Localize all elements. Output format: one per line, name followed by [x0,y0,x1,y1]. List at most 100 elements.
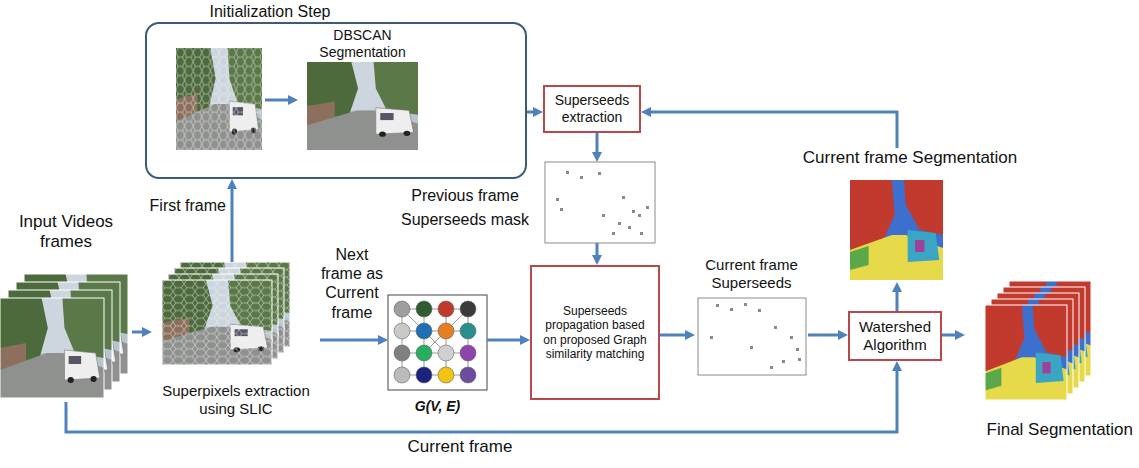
graph-illustration [388,295,487,390]
illustration-part [416,345,432,361]
process-box: Superseeds propagation based on proposed… [530,265,660,400]
node-label: Superseeds extraction [548,92,636,126]
illustration-part [545,162,655,243]
illustration-part [632,210,635,213]
illustration-part [850,180,943,280]
illustration-part [770,366,773,369]
illustration-part [556,171,649,235]
illustration-part [438,345,454,361]
frames-stack: Superpixels extraction using SLIC [152,262,320,418]
initialization-images [176,48,418,150]
illustration-part [638,214,641,217]
illustration-part [394,301,410,317]
illustration-part [716,304,719,307]
current-superseeds-mask [698,298,806,375]
illustration-part [416,301,432,317]
illustration-part [176,48,262,150]
illustration-part [162,280,272,365]
edge-label: First frame [140,196,226,215]
frames-stack: Final Segmentation [965,285,1135,440]
image-panel: DBSCAN Segmentation [300,24,425,152]
illustration-part [602,214,605,217]
illustration-part [402,331,468,332]
node-label: Superpixels extraction using SLIC [152,382,320,418]
illustration-part [388,295,487,390]
illustration-part [628,226,631,229]
group-box: Initialization StepDBSCAN Segmentation [145,2,527,179]
node-label: Current frame Superseeds [695,256,808,292]
illustration-part [0,298,104,398]
flow-arrow [596,243,599,256]
flow-arrow [527,111,534,114]
illustration-part [985,305,1067,400]
node-label: Final Segmentation [965,420,1133,440]
node-label: Watershed Algorithm [852,318,938,354]
flow-arrow [808,334,839,337]
previous-superseeds-mask [545,162,655,243]
final-segmentation-stack [985,281,1091,400]
illustration-part [307,62,418,150]
illustration-part [416,323,432,339]
illustration-part [566,171,569,174]
illustration-part [710,336,713,339]
illustration-part [416,367,432,383]
process-box: Superseeds extraction [543,85,641,133]
node-label: G(V, E) [388,398,487,415]
illustration-part [640,232,643,235]
illustration-part [438,323,454,339]
illustration-part [460,323,476,339]
illustration-part [402,375,468,376]
illustration-part [744,303,747,306]
illustration-part [438,367,454,383]
illustration-part [790,336,793,339]
illustration-part [556,198,559,201]
illustration-part [446,309,447,375]
node-label: Previous frame Superseeds mask [390,184,540,232]
illustration-part [618,222,621,225]
illustration-part [710,303,801,369]
illustration-part [162,280,272,365]
current-segmentation-image [850,180,943,280]
illustration-part [424,309,425,375]
illustration-part [438,301,454,317]
flow-arrow [66,370,897,432]
illustration-part [612,232,615,235]
node-label: Superseeds propagation based on proposed… [537,304,653,362]
illustration-part [730,308,733,311]
mask-panel: Current frame Superseeds [695,256,808,376]
illustration-part [622,196,625,199]
illustration-part [782,360,785,363]
illustration-part [394,301,476,383]
flow-arrow [650,112,897,148]
flow-arrow [231,188,234,262]
illustration-part [402,309,468,375]
illustration-part [798,358,801,361]
illustration-part [402,309,468,310]
edge-label: Current frame [380,437,540,457]
edge-label: Next frame as Current frame [318,245,386,322]
illustration-part [750,346,753,349]
illustration-part [265,99,289,102]
illustration-part [0,298,104,398]
flow-arrow [487,339,521,342]
illustration-part [646,206,649,209]
node-label: Initialization Step [200,2,340,21]
node-label: DBSCAN Segmentation [300,27,425,61]
process-box: Watershed Algorithm [848,311,942,361]
illustration-part [698,298,806,375]
illustration-part [598,172,601,175]
flow-arrow [660,334,686,337]
illustration-part [460,367,476,383]
mask-panel: Previous frame Superseeds mask [390,162,655,243]
flow-arrow [320,339,379,342]
image-panel: Current frame Segmentation [770,148,1050,282]
input-frames-stack [0,274,128,398]
flow-arrow [132,331,143,334]
superpixel-frames-stack [162,262,290,365]
illustration-part [580,176,583,179]
illustration-part [402,353,468,354]
flow-arrow [596,133,599,153]
flow-arrow [942,334,956,337]
illustration-part [394,367,410,383]
